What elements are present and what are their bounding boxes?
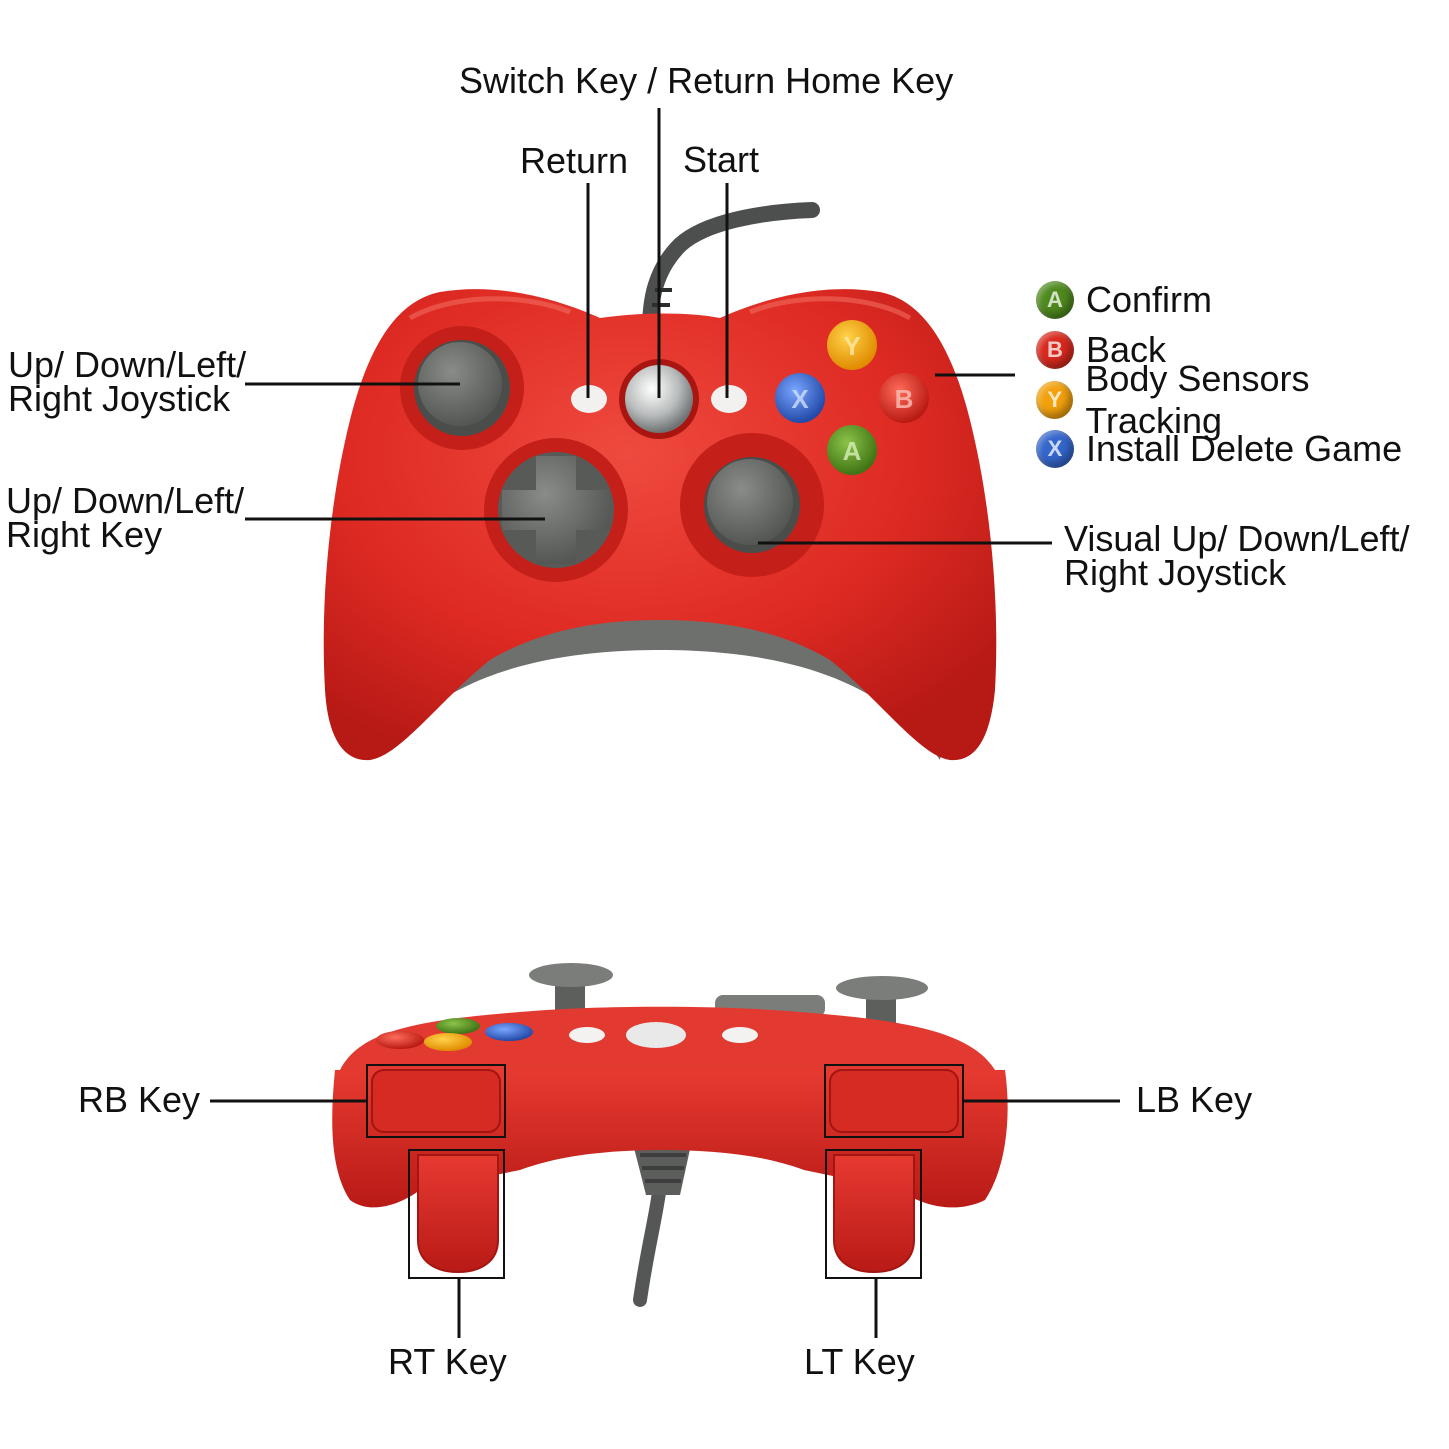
b-button bbox=[879, 373, 929, 423]
dpad bbox=[502, 456, 610, 564]
lt-highlight-box bbox=[825, 1149, 922, 1279]
label-start: Start bbox=[683, 139, 760, 180]
legend-row-b: B Back bbox=[1036, 329, 1167, 370]
leader-lines bbox=[210, 108, 1120, 1338]
legend-text-b: Back bbox=[1086, 329, 1167, 370]
label-right-joystick-line2: Right Joystick bbox=[1064, 552, 1287, 593]
label-rb-key: RB Key bbox=[78, 1079, 201, 1120]
legend-text-y: Body Sensors Tracking bbox=[1085, 358, 1310, 441]
start-button bbox=[711, 385, 747, 413]
guide-button bbox=[625, 365, 693, 433]
legend-row-a: A Confirm bbox=[1036, 279, 1213, 320]
label-lb-key: LB Key bbox=[1136, 1079, 1253, 1120]
x-button-icon: X bbox=[1036, 430, 1074, 468]
controller-front-view bbox=[332, 963, 1008, 1307]
cable bbox=[642, 202, 820, 338]
svg-text:A: A bbox=[843, 436, 862, 466]
back-button bbox=[571, 385, 607, 413]
legend-row-y: Y Body Sensors Tracking bbox=[1036, 358, 1449, 441]
legend-text-a: Confirm bbox=[1086, 279, 1213, 320]
controller-top-view: Y X B A bbox=[323, 202, 997, 761]
a-button-icon: A bbox=[1036, 281, 1074, 319]
label-lt-key: LT Key bbox=[804, 1341, 915, 1382]
lt-trigger bbox=[833, 1154, 915, 1274]
legend-row-x: X Install Delete Game bbox=[1036, 428, 1403, 469]
controller-grip-underside bbox=[370, 611, 950, 760]
label-dpad-line1: Up/ Down/Left/ bbox=[6, 480, 245, 521]
y-button bbox=[827, 320, 877, 370]
label-switch-home-key: Switch Key / Return Home Key bbox=[459, 60, 954, 101]
label-right-joystick-line1: Visual Up/ Down/Left/ bbox=[1064, 518, 1410, 559]
x-button bbox=[775, 373, 825, 423]
label-rt-key: RT Key bbox=[388, 1341, 507, 1382]
right-joystick bbox=[707, 459, 793, 545]
svg-text:B: B bbox=[895, 384, 914, 414]
svg-text:X: X bbox=[791, 384, 809, 414]
rt-trigger bbox=[417, 1154, 499, 1274]
rt-highlight-box bbox=[408, 1149, 505, 1279]
label-left-joystick-line2: Right Joystick bbox=[8, 378, 231, 419]
y-button-icon: Y bbox=[1036, 381, 1074, 419]
a-button bbox=[827, 425, 877, 475]
label-return: Return bbox=[520, 140, 629, 181]
svg-text:Y: Y bbox=[843, 331, 860, 361]
label-left-joystick-line1: Up/ Down/Left/ bbox=[8, 344, 247, 385]
legend-text-x: Install Delete Game bbox=[1086, 428, 1403, 469]
b-button-icon: B bbox=[1036, 331, 1074, 369]
label-dpad-line2: Right Key bbox=[6, 514, 163, 555]
